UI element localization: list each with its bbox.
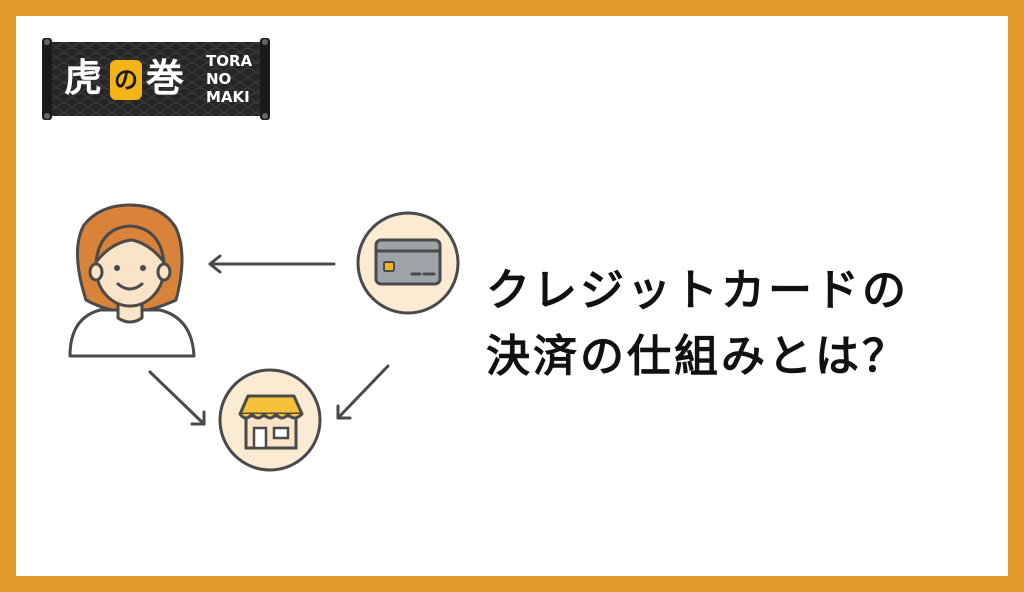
title-line-1: クレジットカードの: [486, 265, 909, 316]
store-icon: [218, 368, 322, 472]
tora-no-maki-logo: 虎 の 巻 TORA NO MAKI: [40, 38, 272, 120]
logo-latin-text: TORA NO MAKI: [206, 52, 252, 106]
logo-latin-line: NO: [206, 70, 232, 88]
logo-kanji-no-badge: の: [110, 60, 142, 100]
arrow-down-right-icon: [148, 370, 206, 426]
credit-card-icon: [356, 211, 460, 315]
logo-kanji-maki: 巻: [146, 56, 185, 100]
logo-latin-line: TORA: [206, 52, 253, 70]
arrow-down-left-icon: [336, 364, 390, 420]
woman-avatar-icon: [68, 203, 196, 358]
arrow-left-icon: [208, 254, 336, 274]
page-title: クレジットカードの 決済の仕組みとは？: [486, 258, 986, 390]
logo-latin-line: MAKI: [206, 88, 250, 106]
logo-kanji-tora: 虎: [64, 56, 103, 100]
scroll-logo-background: [42, 38, 270, 120]
woman-face-features: [114, 265, 146, 291]
title-line-2: 決済の仕組みとは？: [486, 331, 909, 382]
